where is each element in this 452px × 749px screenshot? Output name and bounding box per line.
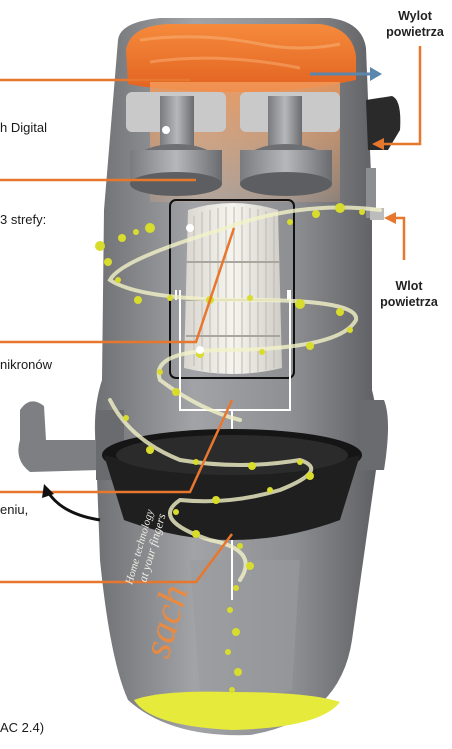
- curved-arrow-icon: [42, 484, 100, 520]
- leader-lines-right: [384, 46, 420, 260]
- orange-top-cap: [126, 24, 356, 92]
- dirt-deposit: [134, 692, 340, 730]
- side-ports: [366, 96, 400, 220]
- right-latch: [360, 400, 388, 470]
- inlet-leader-arrowhead: [384, 212, 396, 224]
